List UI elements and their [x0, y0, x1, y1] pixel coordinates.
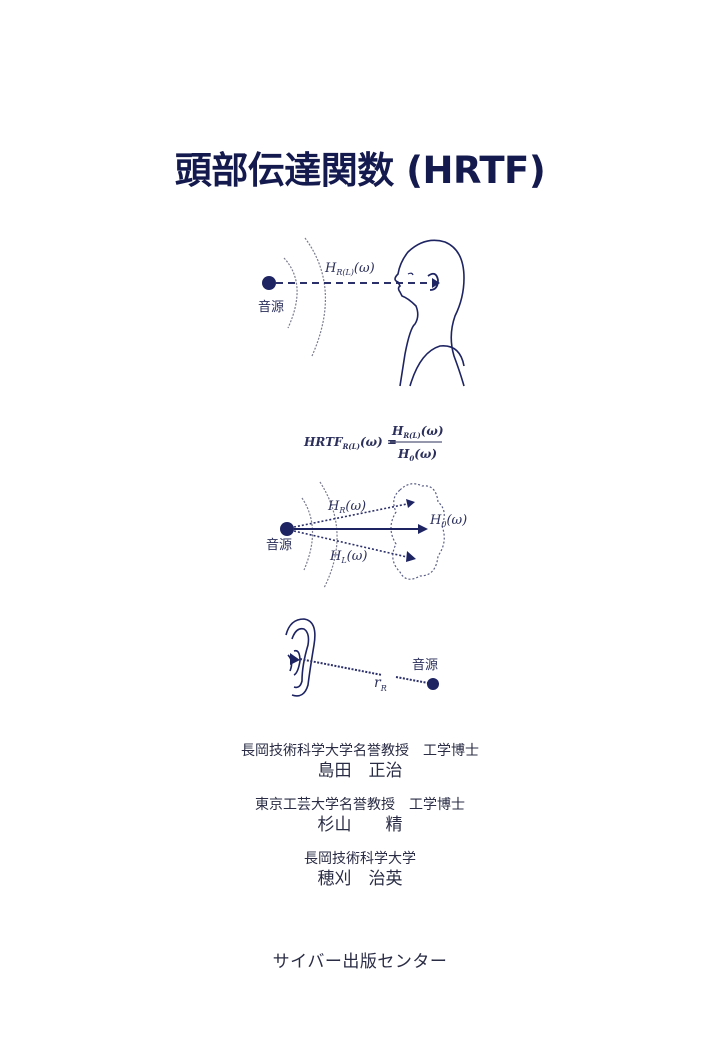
- svg-text:H0(ω): H0(ω): [397, 447, 437, 463]
- svg-text:H0(ω): H0(ω): [429, 513, 467, 529]
- svg-text:HR(L)(ω): HR(L)(ω): [391, 424, 444, 440]
- figure-source-to-head: 音源 HR(L)(ω): [250, 236, 480, 388]
- figure-binaural-paths: 音源 HR(ω) HL(ω) H0(ω): [260, 480, 480, 590]
- head-silhouette: [394, 239, 465, 387]
- wave-arc-large: [304, 237, 326, 357]
- svg-text:HRTFR(L)(ω) =: HRTFR(L)(ω) =: [303, 435, 397, 451]
- author-block: 東京工芸大学名誉教授 工学博士 杉山 精: [0, 796, 720, 836]
- publisher: サイバー出版センター: [272, 952, 448, 972]
- head-contour: [390, 483, 445, 580]
- wave-arc-small: [283, 257, 298, 329]
- svg-text:rR: rR: [374, 675, 387, 693]
- author-name: 穂刈 治英: [317, 869, 403, 889]
- figure-ear-distance: 音源 rR: [278, 615, 448, 705]
- source-label: 音源: [266, 537, 292, 553]
- svg-text:HL(ω): HL(ω): [329, 549, 367, 565]
- svg-text:HR(L)(ω): HR(L)(ω): [324, 261, 375, 277]
- author-list: 長岡技術科学大学名誉教授 工学博士 島田 正治 東京工芸大学名誉教授 工学博士 …: [0, 742, 720, 904]
- source-label: 音源: [258, 299, 284, 315]
- author-affiliation: 東京工芸大学名誉教授 工学博士: [255, 797, 465, 813]
- hrtf-formula: HRTFR(L)(ω) = HR(L)(ω) H0(ω): [300, 418, 450, 466]
- author-block: 長岡技術科学大学名誉教授 工学博士 島田 正治: [0, 742, 720, 782]
- author-block: 長岡技術科学大学 穂刈 治英: [0, 850, 720, 890]
- sound-source-dot: [262, 276, 276, 290]
- source-label: 音源: [412, 657, 438, 673]
- author-affiliation: 長岡技術科学大学: [304, 851, 416, 867]
- author-affiliation: 長岡技術科学大学名誉教授 工学博士: [241, 743, 479, 759]
- book-title: 頭部伝達関数 (HRTF): [174, 149, 546, 192]
- author-name: 杉山 精: [317, 815, 403, 835]
- svg-text:HR(ω): HR(ω): [327, 499, 366, 515]
- author-name: 島田 正治: [317, 761, 403, 781]
